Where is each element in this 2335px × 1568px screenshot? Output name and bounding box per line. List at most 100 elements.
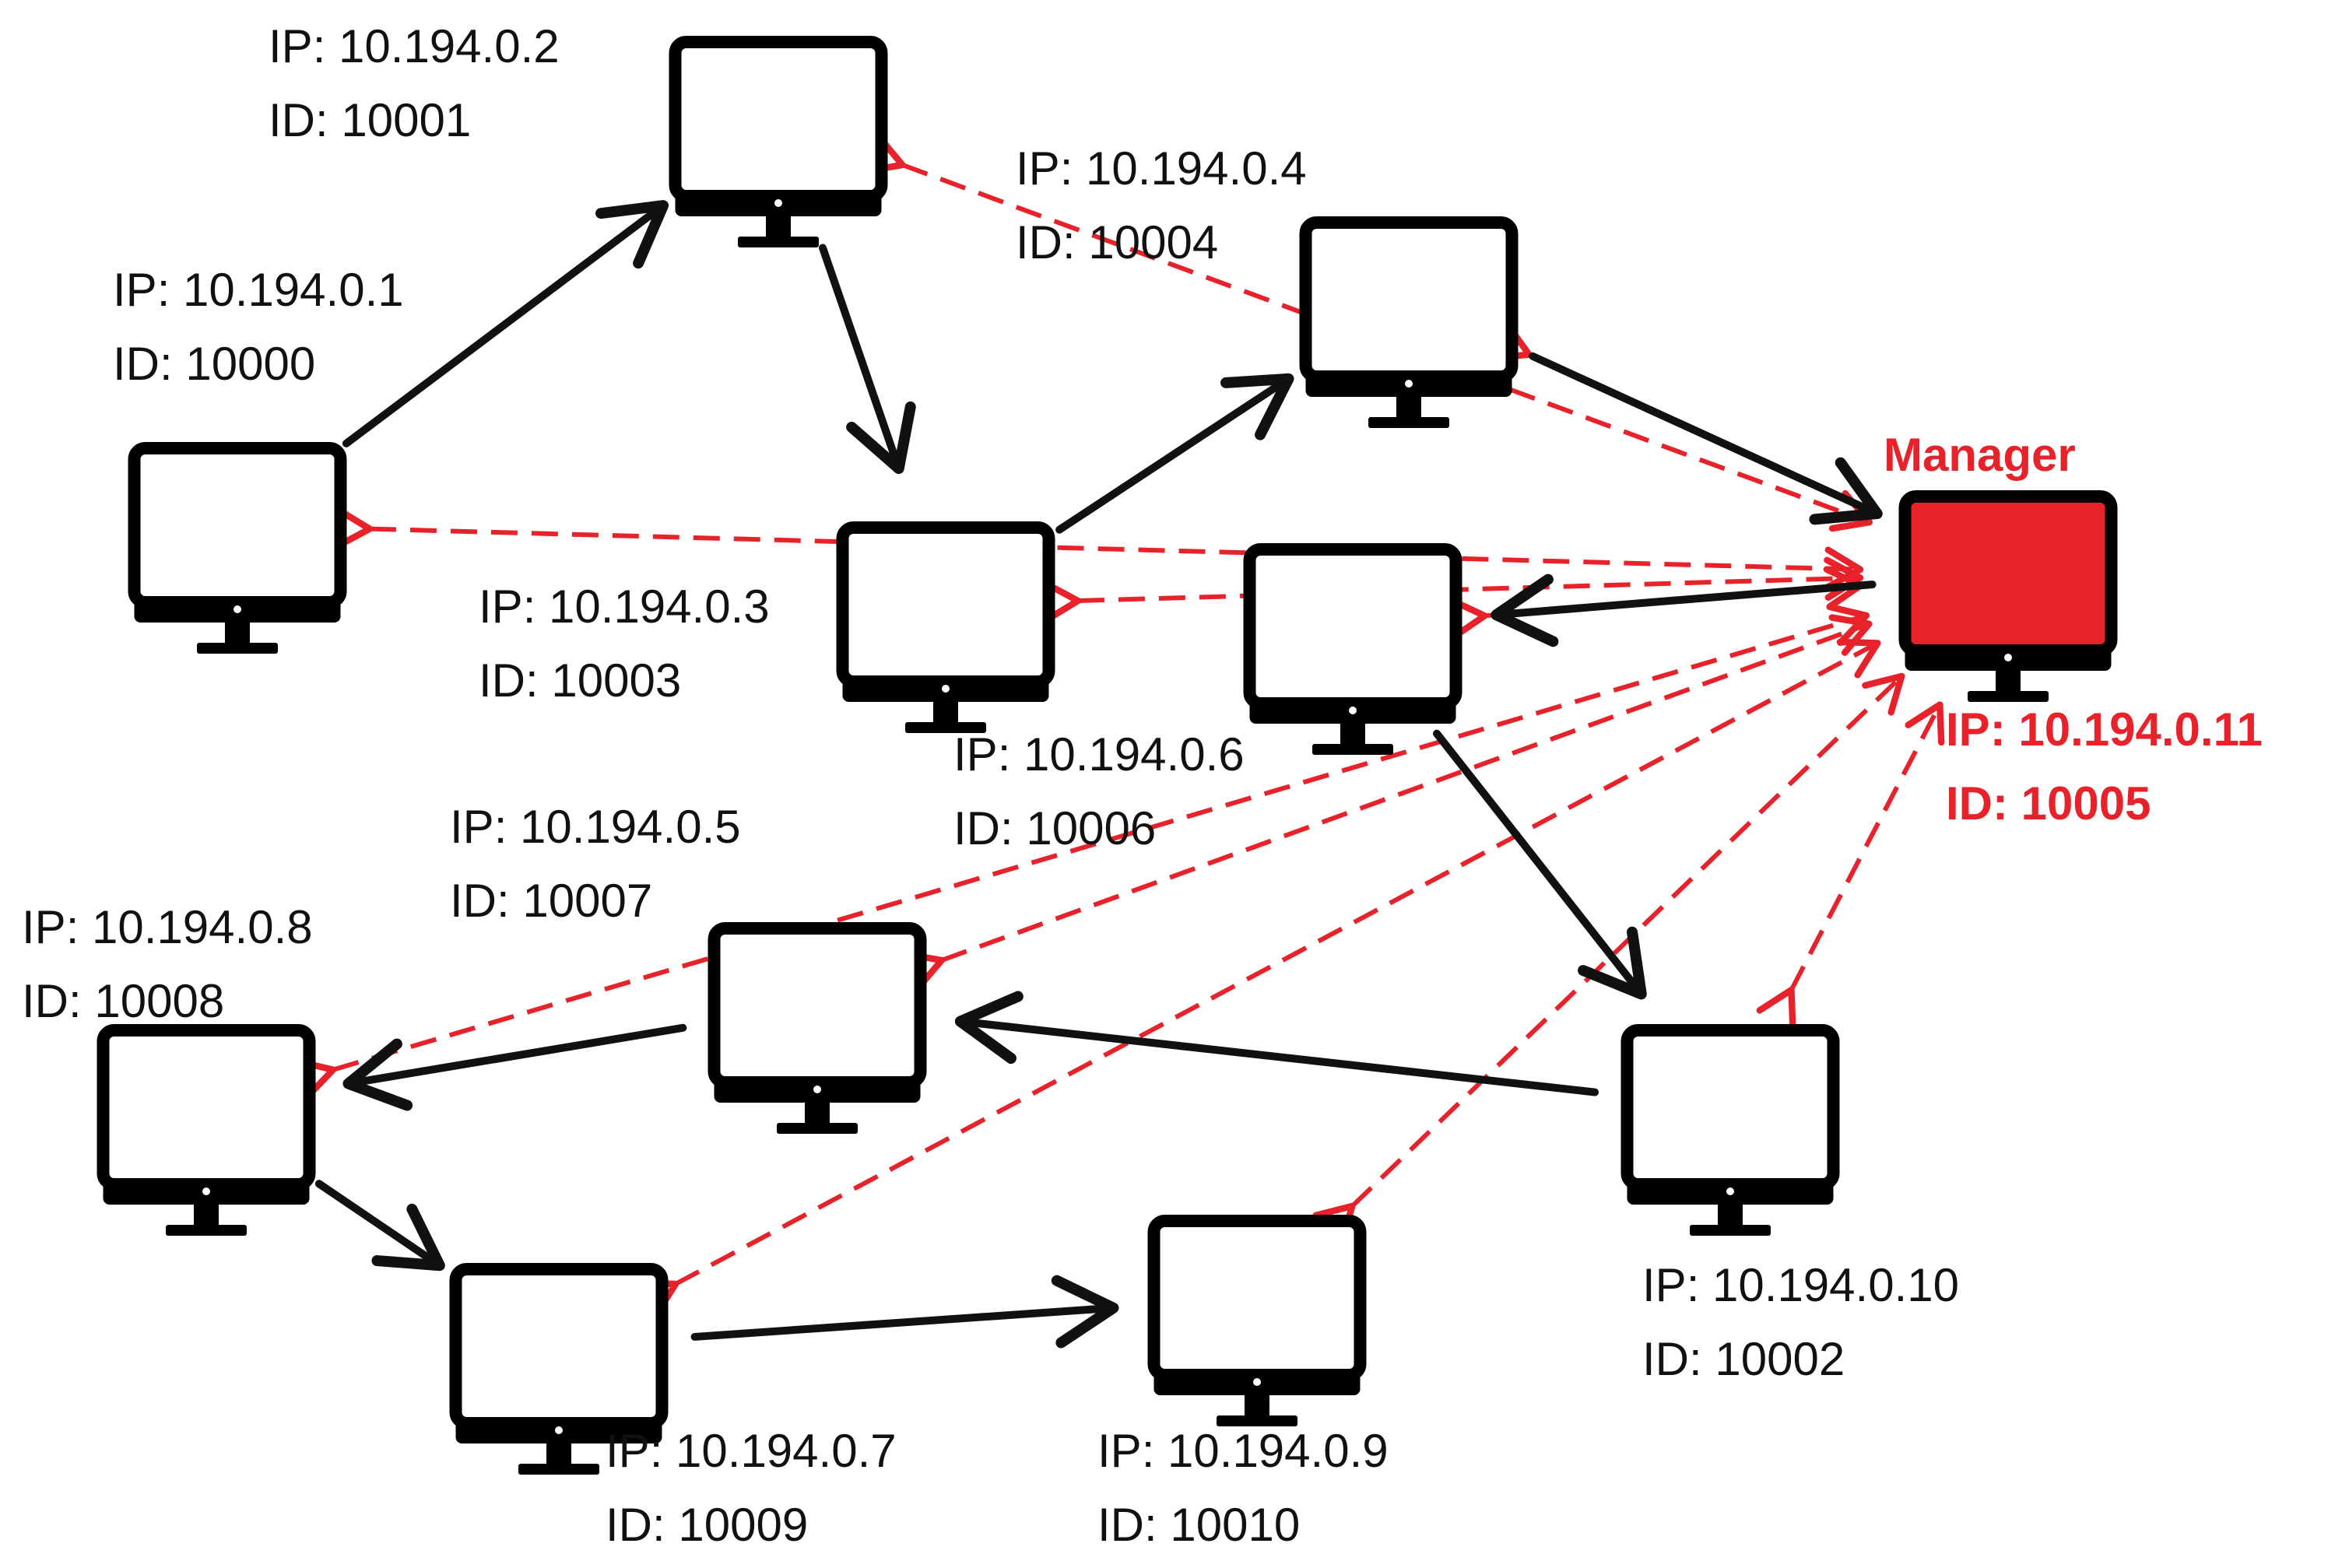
manager-link-n8 — [293, 603, 1870, 1100]
monitor-base — [1968, 691, 2049, 702]
monitor-base — [738, 237, 819, 247]
monitor-base — [1312, 744, 1393, 755]
monitor-neck — [1396, 397, 1421, 420]
manager-link-n1 — [333, 506, 1864, 591]
ip-label: IP: 10.194.0.8 — [22, 901, 313, 953]
monitor-icon — [1147, 1215, 1367, 1426]
monitor-icon — [708, 922, 927, 1134]
links-layer — [293, 132, 1945, 1349]
ip-label: IP: 10.194.0.7 — [606, 1425, 897, 1477]
monitor-base — [777, 1123, 858, 1134]
power-dot — [774, 199, 782, 207]
manager-id-label: ID: 10005 — [1946, 777, 2151, 830]
id-label: ID: 10002 — [1642, 1333, 1845, 1385]
node-label-n3: IP: 10.194.0.3 ID: 10003 — [479, 581, 770, 707]
power-dot — [234, 605, 241, 613]
manager-title: Manager — [1884, 429, 2076, 481]
node-label-n6: IP: 10.194.0.6 ID: 10006 — [953, 728, 1245, 854]
id-label: ID: 10008 — [22, 975, 224, 1027]
ring-link-n1-n2 — [342, 200, 669, 447]
power-dot — [1349, 707, 1357, 714]
monitor-icon — [97, 1024, 316, 1236]
node-label-n8: IP: 10.194.0.8 ID: 10008 — [22, 901, 313, 1027]
id-label: ID: 10006 — [953, 802, 1156, 854]
monitor-neck — [766, 216, 791, 240]
power-dot — [2004, 654, 2012, 661]
ring-link-n6-n10 — [1433, 729, 1647, 1000]
ring-link-n7-n9 — [690, 1275, 1119, 1349]
id-label: ID: 10004 — [1016, 216, 1218, 268]
node-label-n9: IP: 10.194.0.9 ID: 10010 — [1097, 1425, 1389, 1551]
ip-label: IP: 10.194.0.1 — [113, 264, 404, 316]
monitor-icon — [449, 1263, 669, 1475]
monitor-neck — [546, 1443, 571, 1467]
manager-ip-label: IP: 10.194.0.11 — [1946, 703, 2263, 756]
monitor-screen — [449, 1263, 669, 1429]
monitor-neck — [933, 702, 958, 725]
monitor-screen — [97, 1024, 316, 1191]
monitor-icon — [669, 36, 888, 247]
monitor-icon — [1620, 1024, 1840, 1236]
node-label-n5: IP: 10.194.0.5 ID: 10007 — [450, 801, 741, 927]
ip-label: IP: 10.194.0.10 — [1642, 1259, 1959, 1311]
monitor-screen — [128, 442, 347, 609]
monitor-base — [518, 1464, 599, 1475]
ip-label: IP: 10.194.0.3 — [479, 581, 770, 633]
monitor-screen — [669, 36, 888, 202]
power-dot — [813, 1086, 821, 1093]
ring-link-n4-mgr — [1529, 352, 1883, 525]
id-label: ID: 10009 — [606, 1499, 808, 1551]
node-label-n7: IP: 10.194.0.7 ID: 10009 — [606, 1425, 897, 1551]
power-dot — [1405, 380, 1413, 388]
monitor-base — [1690, 1225, 1771, 1236]
monitor-icon — [836, 521, 1055, 733]
ip-label: IP: 10.194.0.2 — [269, 20, 560, 72]
monitor-screen — [1147, 1215, 1367, 1381]
monitor-neck — [1996, 671, 2021, 694]
monitor-neck — [225, 623, 250, 646]
monitor-icon — [1243, 543, 1462, 755]
monitor-screen — [1620, 1024, 1840, 1191]
monitor-base — [166, 1225, 247, 1236]
ring-link-n3-n4 — [1055, 373, 1294, 534]
power-dot — [202, 1187, 210, 1195]
monitor-base — [905, 722, 986, 733]
monitor-base — [1217, 1415, 1297, 1426]
monitor-base — [197, 643, 278, 654]
monitor-screen — [1243, 543, 1462, 710]
id-label: ID: 10003 — [479, 654, 681, 707]
monitor-base — [1368, 417, 1449, 428]
id-label: ID: 10001 — [269, 94, 471, 146]
ring-link-n2-n3 — [819, 244, 916, 475]
manager-link-n10 — [1756, 701, 1945, 1031]
ring-link-mgr-n6 — [1491, 574, 1877, 647]
nodes-layer — [97, 36, 2118, 1475]
id-label: ID: 10000 — [113, 338, 315, 390]
ip-label: IP: 10.194.0.5 — [450, 801, 741, 853]
ip-label: IP: 10.194.0.9 — [1097, 1425, 1389, 1477]
monitor-neck — [194, 1205, 219, 1228]
ip-label: IP: 10.194.0.6 — [953, 728, 1245, 780]
power-dot — [1253, 1378, 1261, 1386]
id-label: ID: 10007 — [450, 875, 652, 927]
power-dot — [942, 685, 950, 693]
monitor-neck — [1718, 1205, 1743, 1228]
monitor-screen — [836, 521, 1055, 688]
node-label-n10: IP: 10.194.0.10 ID: 10002 — [1642, 1259, 1959, 1385]
monitor-icon — [1299, 216, 1519, 428]
monitor-neck — [805, 1103, 830, 1126]
manager-monitor-icon — [1898, 490, 2118, 702]
ring-link-n5-n8 — [342, 1023, 687, 1111]
ring-link-n8-n7 — [314, 1180, 445, 1272]
monitor-neck — [1245, 1395, 1269, 1419]
node-label-n2: IP: 10.194.0.2 ID: 10001 — [269, 20, 560, 146]
power-dot — [555, 1426, 563, 1434]
ip-label: IP: 10.194.0.4 — [1016, 142, 1307, 195]
id-label: ID: 10010 — [1097, 1499, 1300, 1551]
monitor-neck — [1340, 724, 1365, 747]
ring-link-n10-n5 — [954, 991, 1599, 1096]
manager-label: Manager IP: 10.194.0.11 ID: 10005 — [1884, 429, 2263, 830]
power-dot — [1726, 1187, 1734, 1195]
